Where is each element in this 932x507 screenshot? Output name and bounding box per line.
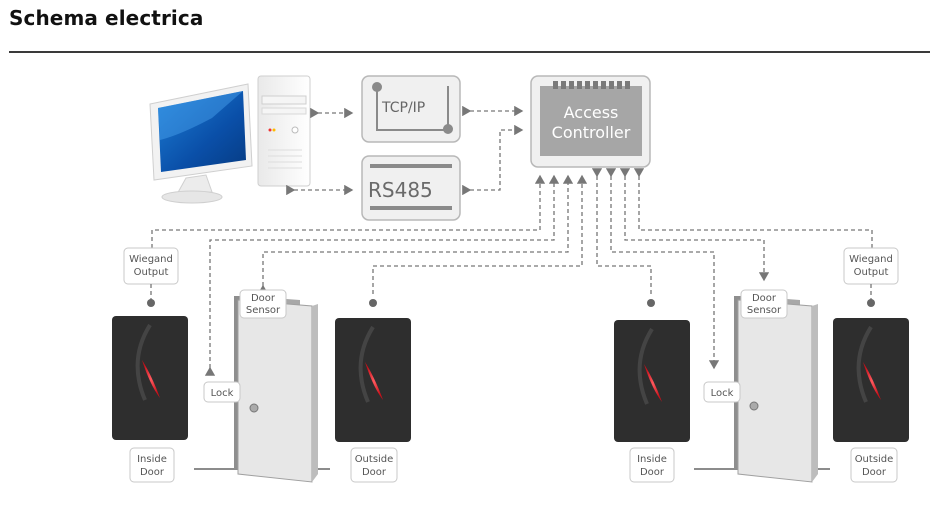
door-right xyxy=(694,296,830,483)
svg-text:Output: Output xyxy=(854,267,889,278)
door-sensor-label-left: Door Sensor xyxy=(239,289,287,319)
svg-text:Door: Door xyxy=(752,293,777,304)
title-divider xyxy=(9,51,930,53)
card-reader-inside-right xyxy=(614,320,690,442)
card-reader-outside-right xyxy=(833,318,909,442)
lock-label-right: Lock xyxy=(703,381,741,403)
card-reader-outside-left xyxy=(335,318,411,442)
svg-text:Wiegand: Wiegand xyxy=(849,254,893,265)
svg-text:Inside: Inside xyxy=(137,454,167,465)
svg-text:Door: Door xyxy=(862,467,887,478)
door-left xyxy=(194,296,330,483)
access-controller: Access Controller xyxy=(530,75,651,168)
svg-text:Sensor: Sensor xyxy=(747,305,782,316)
controller-label-line1: Access xyxy=(564,103,619,122)
rs485-module: RS485 xyxy=(361,155,461,221)
svg-text:Lock: Lock xyxy=(711,388,734,399)
inside-door-label-right: Inside Door xyxy=(629,447,675,483)
page-title: Schema electrica xyxy=(9,6,204,30)
svg-text:Outside: Outside xyxy=(355,454,394,465)
svg-text:Inside: Inside xyxy=(637,454,667,465)
inside-door-label-left: Inside Door xyxy=(129,447,175,483)
svg-text:Outside: Outside xyxy=(855,454,894,465)
controller-bus xyxy=(151,168,873,376)
outside-door-label-left: Outside Door xyxy=(350,447,398,483)
svg-text:Sensor: Sensor xyxy=(246,305,281,316)
outside-door-label-right: Outside Door xyxy=(850,447,898,483)
wiegand-output-label-left: Wiegand Output xyxy=(123,247,179,285)
svg-text:Output: Output xyxy=(134,267,169,278)
tcpip-module: TCP/IP xyxy=(361,75,461,143)
controller-label-line2: Controller xyxy=(552,123,631,142)
door-sensor-label-right: Door Sensor xyxy=(740,289,788,319)
svg-text:Wiegand: Wiegand xyxy=(129,254,173,265)
svg-text:Door: Door xyxy=(640,467,665,478)
computer-icon xyxy=(149,75,311,204)
tcpip-label: TCP/IP xyxy=(381,100,425,116)
svg-text:Lock: Lock xyxy=(211,388,234,399)
wiegand-output-label-right: Wiegand Output xyxy=(843,247,899,285)
right-door-group: Inside Door Door Sensor Lock Wiegand Out… xyxy=(614,247,909,483)
svg-text:Door: Door xyxy=(362,467,387,478)
lock-label-left: Lock xyxy=(203,381,241,403)
card-reader-inside-left xyxy=(112,316,188,440)
rs485-label: RS485 xyxy=(368,178,433,202)
left-door-group: Wiegand Output Inside Door Door xyxy=(112,247,411,483)
svg-text:Door: Door xyxy=(251,293,276,304)
svg-text:Door: Door xyxy=(140,467,165,478)
